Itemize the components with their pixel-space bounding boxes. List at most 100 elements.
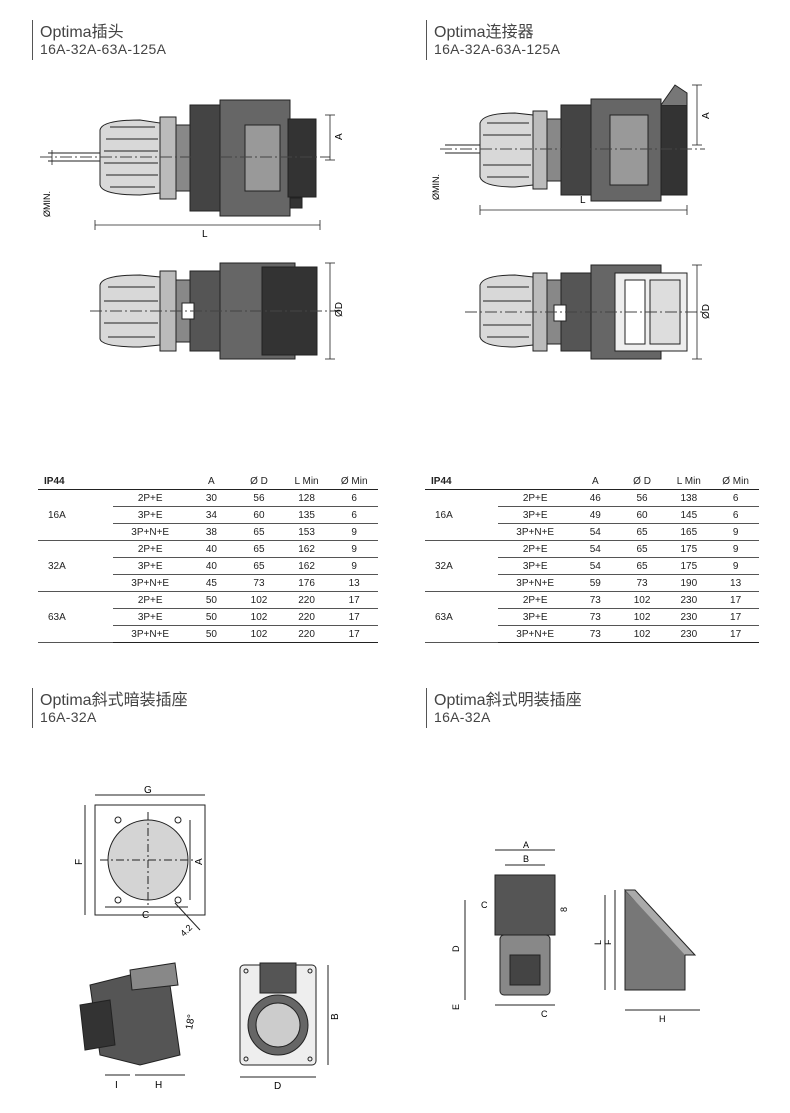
- table-cell: 73: [571, 608, 619, 626]
- flush-socket-subtitle: 16A-32A: [40, 709, 97, 725]
- table-cell: 9: [330, 557, 378, 575]
- table-cell: 50: [187, 608, 236, 626]
- table-cell: 3P+N+E: [498, 523, 572, 541]
- connector-side-drawing: L A ØMIN. ØD: [431, 84, 712, 360]
- table-cell: 65: [235, 523, 283, 541]
- table-cell: 145: [665, 506, 713, 524]
- flush-socket-title: Optima斜式暗装插座: [40, 692, 188, 709]
- table-header-cell: Ø Min: [330, 474, 378, 490]
- rating-cell: 32A: [38, 540, 113, 592]
- table-header-cell: A: [187, 474, 236, 490]
- table-cell: 230: [665, 625, 713, 643]
- table-cell: 102: [235, 625, 283, 643]
- table-cell: 165: [665, 523, 713, 541]
- rating-cell: 63A: [425, 591, 499, 643]
- table-cell: 40: [187, 557, 236, 575]
- plug-title: Optima插头: [40, 24, 124, 41]
- table-cell: 6: [712, 506, 759, 524]
- table-cell: 3P+E: [112, 506, 188, 524]
- table-cell: 13: [712, 574, 759, 592]
- table-cell: 6: [330, 489, 378, 507]
- table-cell: 102: [618, 625, 666, 643]
- table-cell: 59: [571, 574, 619, 592]
- table-cell: 102: [235, 608, 283, 626]
- table-cell: 220: [282, 591, 331, 609]
- table-cell: 162: [282, 540, 331, 558]
- connector-dim-a: A: [701, 112, 712, 119]
- header-ip44: IP44: [425, 474, 572, 490]
- table-cell: 17: [330, 625, 378, 643]
- connector-dim-d: ØD: [701, 304, 712, 319]
- table-cell: 9: [712, 557, 759, 575]
- surface-dim-h: H: [659, 1014, 666, 1024]
- table-cell: 65: [618, 523, 666, 541]
- table-cell: 3P+E: [498, 557, 572, 575]
- table-header-cell: A: [571, 474, 619, 490]
- flush-dim-a: A: [194, 858, 205, 865]
- table-cell: 175: [665, 557, 713, 575]
- table-header-cell: L Min: [665, 474, 713, 490]
- table-cell: 73: [571, 591, 619, 609]
- table-cell: 49: [571, 506, 619, 524]
- table-cell: 2P+E: [112, 540, 188, 558]
- table-cell: 60: [235, 506, 283, 524]
- table-cell: 9: [712, 540, 759, 558]
- table-header-cell: Ø D: [235, 474, 283, 490]
- plug-dim-d: ØD: [334, 302, 345, 317]
- table-cell: 138: [665, 489, 713, 507]
- table-cell: 3P+N+E: [112, 574, 188, 592]
- table-cell: 17: [330, 591, 378, 609]
- table-cell: 38: [187, 523, 236, 541]
- flush-socket-drawing: G F C A 4.2 I H 18° D B: [74, 785, 341, 1092]
- flush-dim-g: G: [144, 785, 152, 796]
- table-cell: 54: [571, 540, 619, 558]
- connector-title: Optima连接器: [434, 24, 534, 41]
- table-cell: 17: [712, 591, 759, 609]
- table-cell: 135: [282, 506, 331, 524]
- flush-dim-angle: 18°: [184, 1014, 197, 1031]
- surface-dim-d: D: [451, 945, 461, 952]
- flush-dim-f: F: [74, 859, 85, 865]
- table-cell: 40: [187, 540, 236, 558]
- table-cell: 73: [235, 574, 283, 592]
- table-cell: 65: [618, 540, 666, 558]
- table-cell: 17: [712, 625, 759, 643]
- table-cell: 73: [618, 574, 666, 592]
- connector-subtitle: 16A-32A-63A-125A: [434, 41, 561, 57]
- table-cell: 162: [282, 557, 331, 575]
- table-cell: 3P+N+E: [112, 523, 188, 541]
- table-cell: 6: [330, 506, 378, 524]
- connector-dim-min: ØMIN.: [431, 174, 441, 200]
- table-cell: 230: [665, 608, 713, 626]
- table-cell: 102: [618, 591, 666, 609]
- table-cell: 128: [282, 489, 331, 507]
- surface-dim-c: C: [481, 900, 488, 910]
- table-cell: 46: [571, 489, 619, 507]
- table-cell: 2P+E: [498, 540, 572, 558]
- table-cell: 6: [712, 489, 759, 507]
- table-cell: 34: [187, 506, 236, 524]
- table-cell: 45: [187, 574, 236, 592]
- connector-dim-l: L: [580, 195, 586, 206]
- table-cell: 2P+E: [112, 489, 188, 507]
- table-cell: 3P+E: [112, 608, 188, 626]
- rating-cell: 32A: [425, 540, 499, 592]
- table-header-cell: Ø Min: [712, 474, 759, 490]
- table-cell: 54: [571, 557, 619, 575]
- surface-dim-e: E: [451, 1004, 461, 1010]
- surface-socket-subtitle: 16A-32A: [434, 709, 491, 725]
- surface-socket-title: Optima斜式明装插座: [434, 692, 582, 709]
- plug-subtitle: 16A-32A-63A-125A: [40, 41, 167, 57]
- table-cell: 50: [187, 591, 236, 609]
- flush-dim-c: C: [142, 910, 149, 921]
- table-cell: 56: [618, 489, 666, 507]
